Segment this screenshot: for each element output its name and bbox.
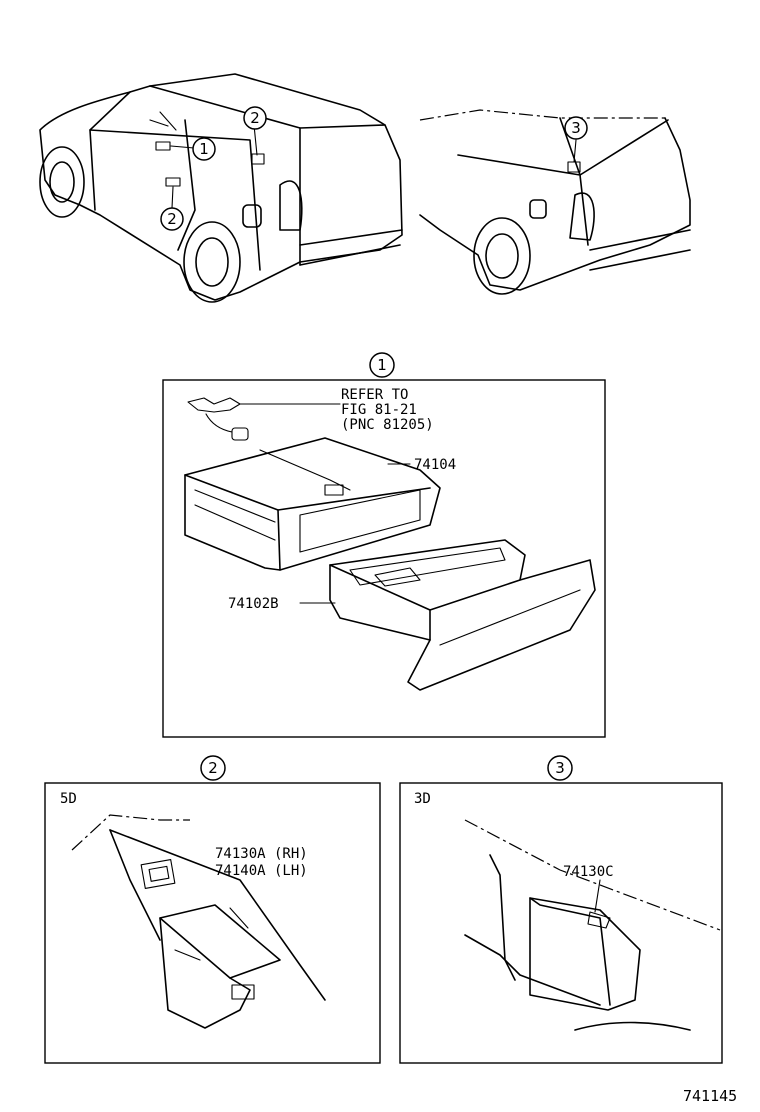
panel-3-frame [399, 782, 723, 1064]
panel-2-drawing: 74130A (RH) 74140A (LH) [71, 814, 326, 1029]
part-number-74102b: 74102B [228, 596, 279, 612]
vehicle-5door-illustration: 1 2 2 [39, 73, 403, 303]
panel-1-callout-marker [369, 352, 395, 378]
panel-3-callout-marker [547, 755, 573, 781]
part-number-74140a-lh: 74140A (LH) [215, 863, 308, 879]
panel-1-frame [162, 379, 606, 738]
callout-2-label: 2 [167, 210, 177, 228]
callout-2-marker [160, 207, 184, 231]
panel-2-variant-label: 5D [60, 791, 77, 807]
panel-2-frame [44, 782, 381, 1064]
part-number-74104: 74104 [414, 457, 456, 473]
callout-3-marker [564, 116, 588, 140]
panel-3-callout-label: 3 [555, 759, 565, 777]
panel-2-callout-label: 2 [208, 759, 218, 777]
callout-2-marker [243, 106, 267, 130]
callout-1-marker [192, 137, 216, 161]
panel-3-drawing: 74130C [464, 819, 721, 1031]
refer-note-line-1: REFER TO [341, 387, 408, 403]
panel-3-variant-label: 3D [414, 791, 431, 807]
refer-note-line-2: FIG 81-21 [341, 402, 417, 418]
refer-note-line-3: (PNC 81205) [341, 417, 434, 433]
part-number-74130c: 74130C [563, 864, 614, 880]
callout-2-label: 2 [250, 109, 260, 127]
panel-1-callout-label: 1 [377, 356, 387, 374]
panel-1-drawing: REFER TO FIG 81-21 (PNC 81205) 74104 741… [184, 387, 596, 691]
part-number-74130a-rh: 74130A (RH) [215, 846, 308, 862]
callout-3-label: 3 [571, 119, 581, 137]
panel-2-callout-marker [200, 755, 226, 781]
vehicle-3door-illustration: 3 [419, 109, 691, 295]
figure-number: 741145 [683, 1087, 737, 1105]
callout-1-label: 1 [199, 140, 209, 158]
